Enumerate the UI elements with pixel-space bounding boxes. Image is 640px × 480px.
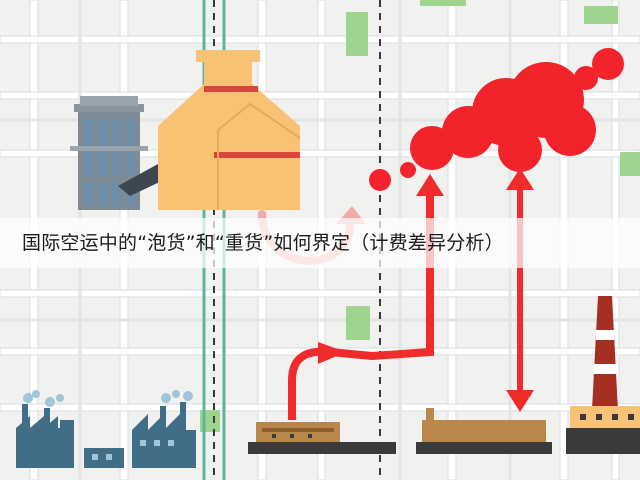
- cargo-ship-icon: [416, 408, 552, 454]
- industrial-skyline-icon: [16, 390, 196, 468]
- caption-band: [0, 218, 640, 268]
- smoke-cloud-icon: [369, 48, 624, 191]
- park-areas: [200, 0, 640, 432]
- cargo-ship-icon: [248, 422, 396, 454]
- smokestack-factory-icon: [566, 296, 640, 454]
- up-arrow-icon: [288, 174, 444, 420]
- factory-icon: [158, 50, 301, 210]
- caption-title: 国际空运中的“泡货”和“重货”如何界定（计费差异分析）: [22, 232, 504, 254]
